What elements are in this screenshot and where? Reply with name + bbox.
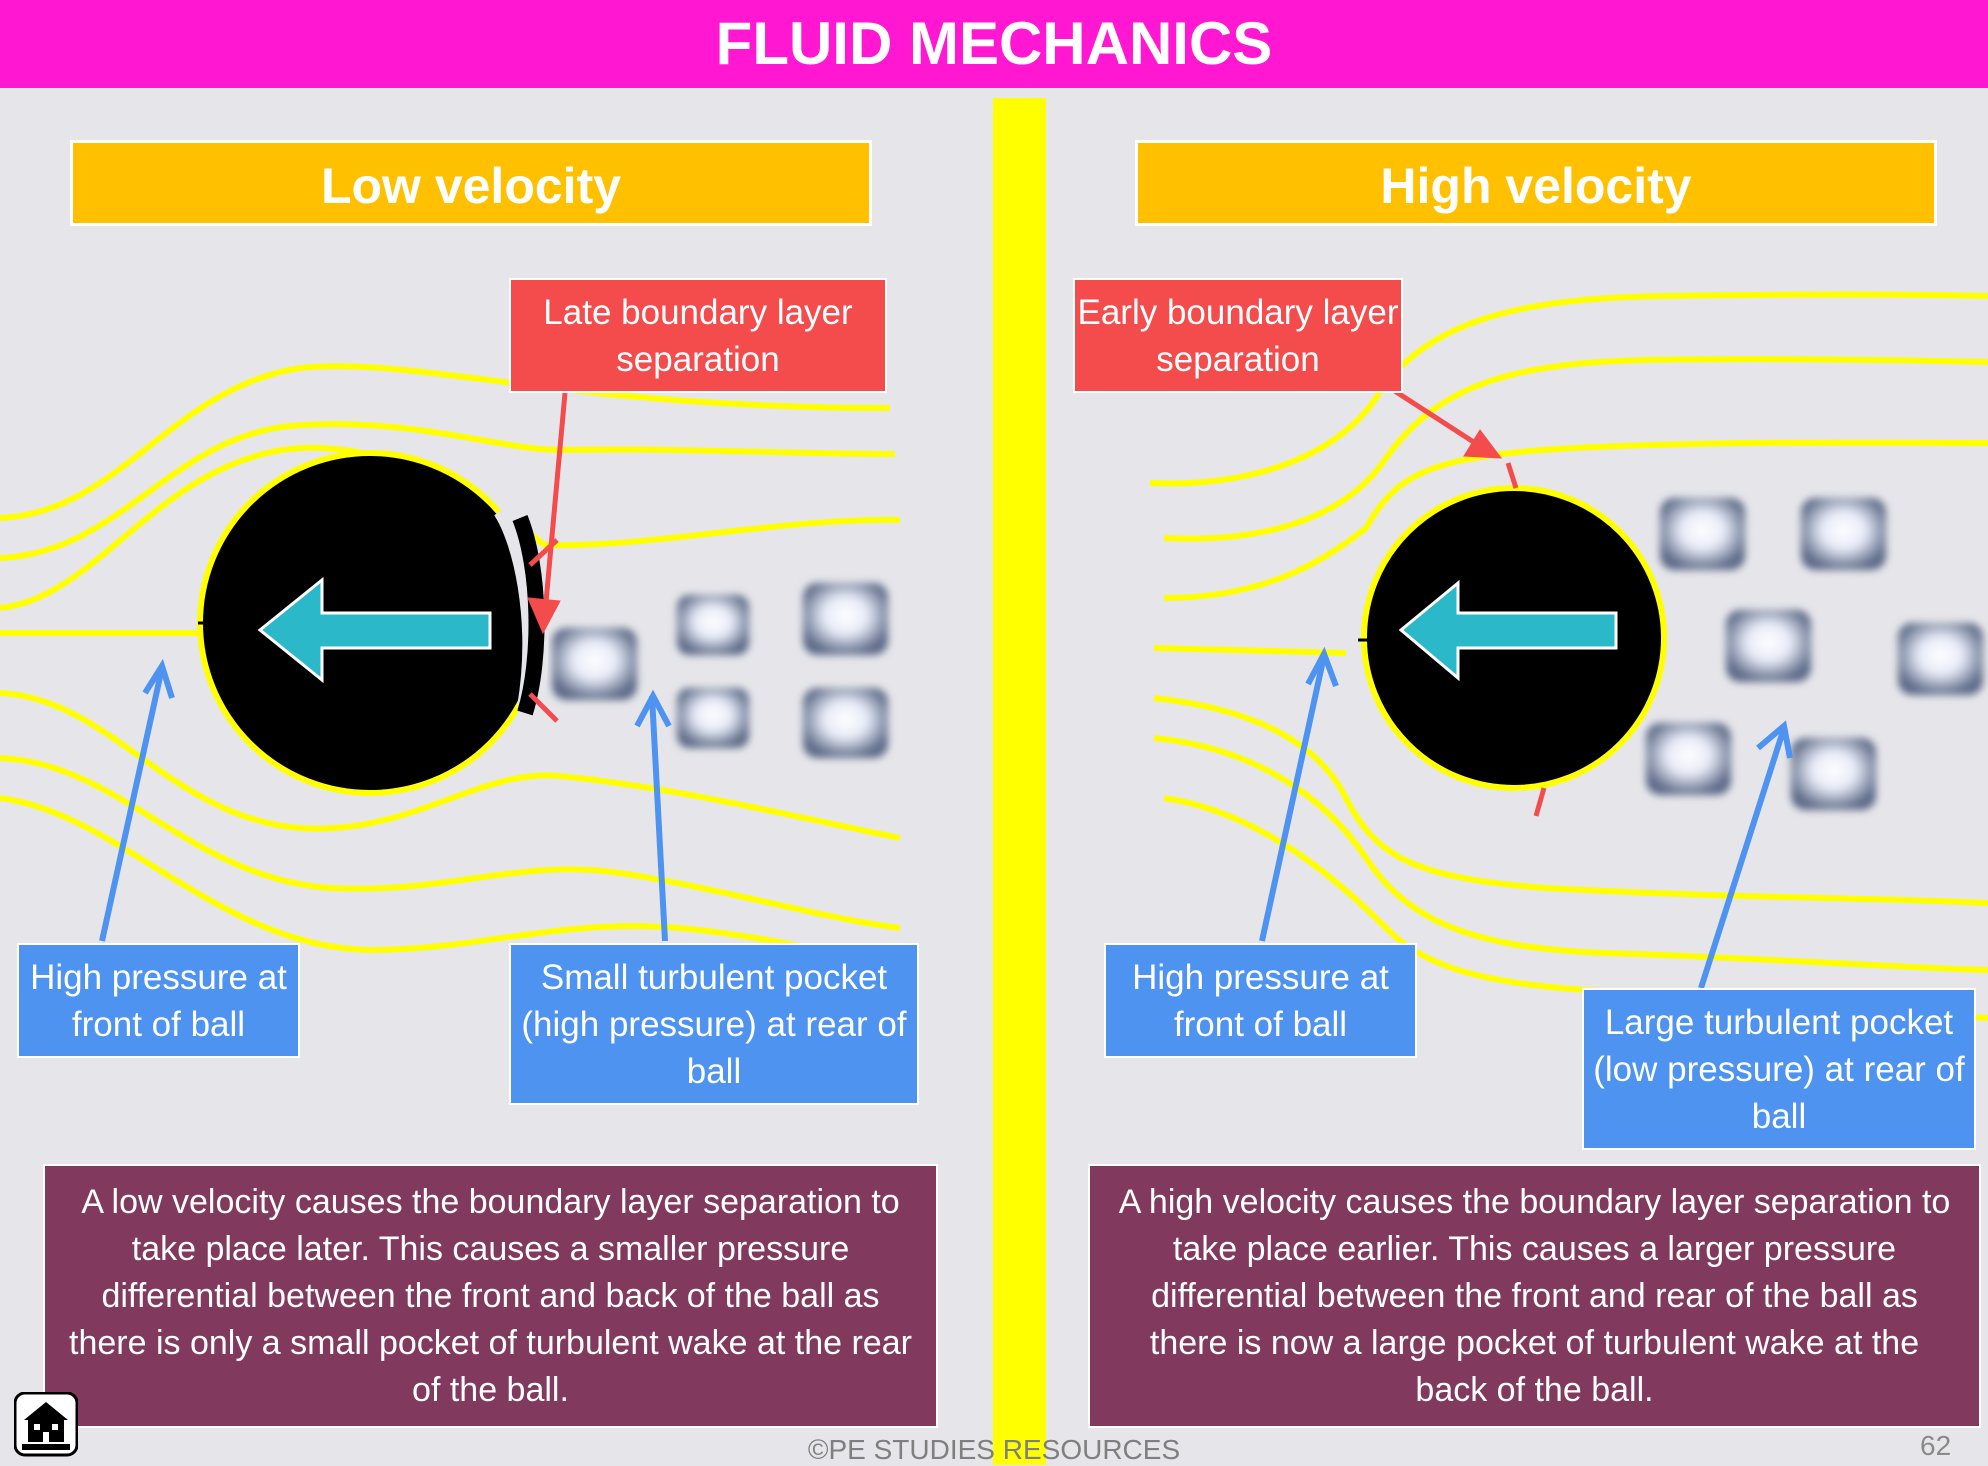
high-velocity-description: A high velocity causes the boundary laye…: [1088, 1164, 1981, 1428]
rear-pressure-pointer-arrow: [1698, 720, 1793, 989]
wake-bubble: [803, 688, 888, 758]
separation-marker: [528, 692, 559, 723]
low-velocity-panel: Low velocity Late boundary layer separat…: [0, 98, 993, 1465]
late-separation-label: Late boundary layer separation: [509, 278, 887, 393]
separation-marker: [1533, 787, 1547, 817]
streamline: [1163, 356, 1988, 542]
late-separation-text: Late boundary layer separation: [543, 292, 853, 379]
separation-pointer-arrow: [1388, 385, 1503, 459]
front-pressure-pointer-arrow: [1259, 646, 1339, 942]
copyright-footer: ©PE STUDIES RESOURCES: [807, 1434, 1181, 1465]
page-number: 62: [1920, 1430, 1952, 1461]
streamline: [1153, 695, 1988, 906]
early-separation-text: Early boundary layer separation: [1077, 292, 1399, 379]
wake-bubble: [1660, 498, 1745, 570]
high-velocity-description-text: A high velocity causes the boundary laye…: [1118, 1182, 1951, 1409]
wake-bubble: [1801, 498, 1886, 570]
high-velocity-panel: High velocity Early boundary layer separ…: [1046, 98, 1988, 1465]
wake-bubble: [1898, 623, 1983, 695]
high-velocity-diagram: [1149, 291, 1988, 1021]
streamline: [1163, 439, 1988, 601]
wake-bubble: [677, 595, 749, 655]
streamline: [0, 690, 901, 841]
turbulent-wake: [552, 583, 888, 758]
front-pressure-label: High pressure at front of ball: [1104, 943, 1417, 1058]
streamline: [1149, 291, 1988, 487]
separation-marker: [1505, 462, 1519, 489]
early-separation-label: Early boundary layer separation: [1073, 278, 1403, 393]
small-turbulent-pocket-label: Small turbulent pocket (high pressure) a…: [509, 943, 919, 1105]
rear-pressure-pointer-arrow: [634, 689, 672, 942]
turbulent-wake: [1646, 498, 1983, 810]
low-velocity-title: Low velocity: [70, 140, 872, 226]
low-velocity-description: A low velocity causes the boundary layer…: [43, 1164, 938, 1428]
front-pressure-label: High pressure at front of ball: [17, 943, 300, 1058]
page-title: FLUID MECHANICS: [0, 0, 1988, 88]
front-pressure-text: High pressure at front of ball: [1132, 957, 1389, 1044]
center-divider: [993, 98, 1046, 1465]
low-velocity-description-text: A low velocity causes the boundary layer…: [69, 1182, 912, 1409]
large-turbulent-pocket-label: Large turbulent pocket (low pressure) at…: [1582, 988, 1976, 1150]
high-velocity-title: High velocity: [1135, 140, 1937, 226]
large-turbulent-pocket-text: Large turbulent pocket (low pressure) at…: [1593, 1002, 1965, 1136]
streamline: [0, 755, 901, 931]
low-velocity-diagram: [0, 363, 901, 966]
streamline: [1153, 735, 1988, 973]
wake-bubble: [552, 628, 637, 700]
home-icon[interactable]: [13, 1391, 79, 1458]
front-pressure-pointer-arrow: [99, 658, 175, 942]
small-turbulent-pocket-text: Small turbulent pocket (high pressure) a…: [521, 957, 907, 1091]
wake-bubble: [803, 583, 888, 655]
wake-bubble: [1646, 723, 1731, 795]
separation-pointer-arrow: [527, 392, 568, 635]
streamline: [0, 421, 896, 561]
streamline: [0, 363, 891, 521]
arrow-left-icon: [257, 576, 492, 684]
wake-bubble: [1791, 738, 1876, 810]
front-pressure-text: High pressure at front of ball: [30, 957, 287, 1044]
arrow-left-icon: [1398, 579, 1618, 682]
streamline: [1153, 645, 1347, 656]
wake-bubble: [1726, 610, 1811, 682]
wake-bubble: [677, 688, 749, 748]
